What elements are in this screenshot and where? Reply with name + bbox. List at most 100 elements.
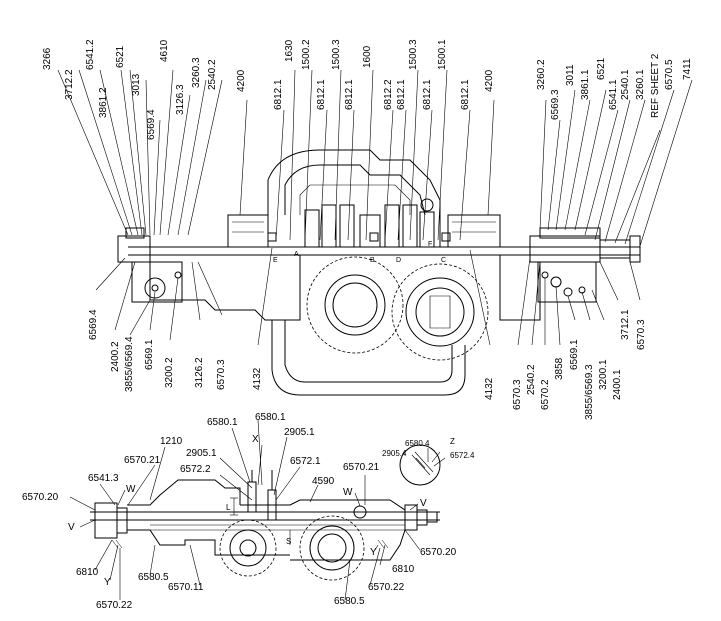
label-w-left: W — [126, 484, 136, 495]
label-1500-3-b: 1500.3 — [408, 39, 419, 70]
label-w-right: W — [343, 487, 353, 498]
label-2905-1-b: 2905.1 — [284, 427, 315, 438]
label-3858: 3858 — [554, 357, 565, 380]
label-6569-3: 6569.3 — [550, 89, 561, 120]
label-3855-6569-3: 3855/6569.3 — [584, 364, 595, 420]
label-v-left: V — [68, 522, 75, 533]
label-6580-1-b: 6580.1 — [255, 412, 286, 423]
label-6580-1-a: 6580.1 — [207, 417, 238, 428]
label-4200-right: 4200 — [484, 69, 495, 92]
label-1500-3-a: 1500.3 — [331, 39, 342, 70]
label-z: Z — [450, 437, 455, 446]
label-6580-5-b: 6580.5 — [334, 596, 365, 607]
label-7411: 7411 — [682, 58, 693, 80]
label-6580-5-a: 6580.5 — [138, 572, 169, 583]
bottom-leader-lines — [69, 419, 446, 601]
label-6570-5: 6570.5 — [664, 59, 675, 90]
label-l: L — [226, 503, 231, 512]
label-6810-b: 6810 — [392, 564, 415, 575]
label-3011: 3011 — [565, 64, 576, 86]
label-3126-3: 3126.3 — [175, 84, 186, 115]
label-6569-1-a: 6569.1 — [144, 339, 155, 370]
label-6570-20-a: 6570.20 — [22, 492, 59, 503]
label-2540-2-b: 2540.2 — [526, 364, 537, 395]
label-y-right: Y — [370, 547, 377, 558]
label-6570-21-b: 6570.21 — [343, 462, 380, 473]
label-6570-2: 6570.2 — [540, 379, 551, 410]
label-4610: 4610 — [159, 39, 170, 62]
label-1600: 1600 — [362, 45, 373, 68]
label-6812-1-c: 6812.1 — [344, 79, 355, 110]
label-6541-3: 6541.3 — [88, 473, 119, 484]
label-6541-2: 6541.2 — [85, 39, 96, 70]
label-6570-3-c: 6570.3 — [636, 319, 647, 350]
label-3861-1: 3861.1 — [580, 69, 591, 100]
label-6812-1-a: 6812.1 — [273, 79, 284, 110]
label-4132-a: 4132 — [252, 367, 263, 390]
label-6569-4: 6569.4 — [146, 109, 157, 140]
label-6580-4: 6580.4 — [405, 439, 430, 448]
label-6810-a: 6810 — [76, 567, 99, 578]
label-3712-2: 3712.2 — [64, 69, 75, 100]
label-v-right: V — [420, 498, 427, 509]
label-1210: 1210 — [160, 436, 183, 447]
label-3013: 3013 — [131, 73, 142, 96]
label-3861-2: 3861.2 — [98, 87, 109, 118]
label-6570-11: 6570.11 — [168, 582, 204, 593]
label-3260-2: 3260.2 — [536, 59, 547, 90]
label-6570-3-b: 6570.3 — [512, 379, 523, 410]
top-labels-left: 3266 3712.2 6541.2 3861.2 6521 3013 6569… — [42, 39, 495, 140]
bottom-assembly-view — [90, 444, 441, 581]
label-4590: 4590 — [312, 476, 335, 487]
label-2400-1: 2400.1 — [612, 369, 623, 400]
label-6812-1-b: 6812.1 — [316, 79, 327, 110]
label-2905-4: 2905.4 — [382, 449, 407, 458]
top-assembly-view — [117, 149, 641, 396]
label-6572-1: 6572.1 — [290, 456, 321, 467]
label-6812-1-d: 6812.1 — [396, 79, 407, 110]
label-3200-1: 3200.1 — [598, 359, 609, 390]
label-6569-4-b: 6569.4 — [88, 309, 99, 340]
label-6570-3-a: 6570.3 — [216, 359, 227, 390]
label-3260-1: 3260.1 — [635, 69, 646, 100]
label-1500-2: 1500.2 — [301, 39, 312, 70]
label-3266: 3266 — [42, 47, 53, 70]
label-6812-1-e: 6812.1 — [422, 79, 433, 110]
bottom-labels: 1210 6580.1 6580.1 2905.1 2905.1 6570.21… — [22, 412, 475, 611]
label-3200-2: 3200.2 — [164, 357, 175, 388]
label-6570-22-a: 6570.22 — [96, 600, 133, 611]
label-3260-3: 3260.3 — [191, 57, 202, 88]
label-2540-2: 2540.2 — [207, 59, 218, 90]
label-2400-2: 2400.2 — [110, 341, 121, 372]
label-2540-1: 2540.1 — [620, 69, 631, 100]
label-3855-6569-4: 3855/6569.4 — [124, 336, 135, 392]
label-2905-1-a: 2905.1 — [186, 448, 217, 459]
label-3126-2: 3126.2 — [194, 357, 205, 388]
label-6812-1-f: 6812.1 — [460, 79, 471, 110]
label-6569-1-b: 6569.1 — [569, 339, 580, 370]
label-y-left: Y — [104, 577, 111, 588]
section-letter-e: E — [273, 257, 278, 264]
label-1500-1: 1500.1 — [437, 39, 448, 70]
label-6572-2: 6572.2 — [180, 464, 211, 475]
section-letter-c: C — [441, 257, 446, 264]
section-letter-d: D — [396, 257, 401, 264]
label-6572-4: 6572.4 — [450, 451, 475, 460]
label-1630: 1630 — [284, 39, 295, 62]
label-4200-left: 4200 — [236, 69, 247, 92]
section-markers: E A B D C F — [273, 241, 446, 264]
section-letter-f: F — [428, 241, 432, 248]
label-ref-sheet-2: REF SHEET 2 — [650, 53, 661, 118]
label-x: X — [252, 434, 259, 445]
label-6570-20-b: 6570.20 — [420, 547, 457, 558]
label-6521-right: 6521 — [596, 57, 607, 80]
label-6521: 6521 — [115, 45, 126, 68]
label-3712-1: 3712.1 — [620, 309, 631, 340]
label-6570-21-a: 6570.21 — [124, 455, 161, 466]
label-6570-22-b: 6570.22 — [368, 582, 405, 593]
top-leader-lines — [57, 69, 693, 346]
top-labels-bottom: 6569.4 2400.2 3855/6569.4 6569.1 3200.2 … — [88, 309, 647, 420]
label-6541-1: 6541.1 — [608, 79, 619, 110]
label-s: S — [286, 537, 291, 546]
